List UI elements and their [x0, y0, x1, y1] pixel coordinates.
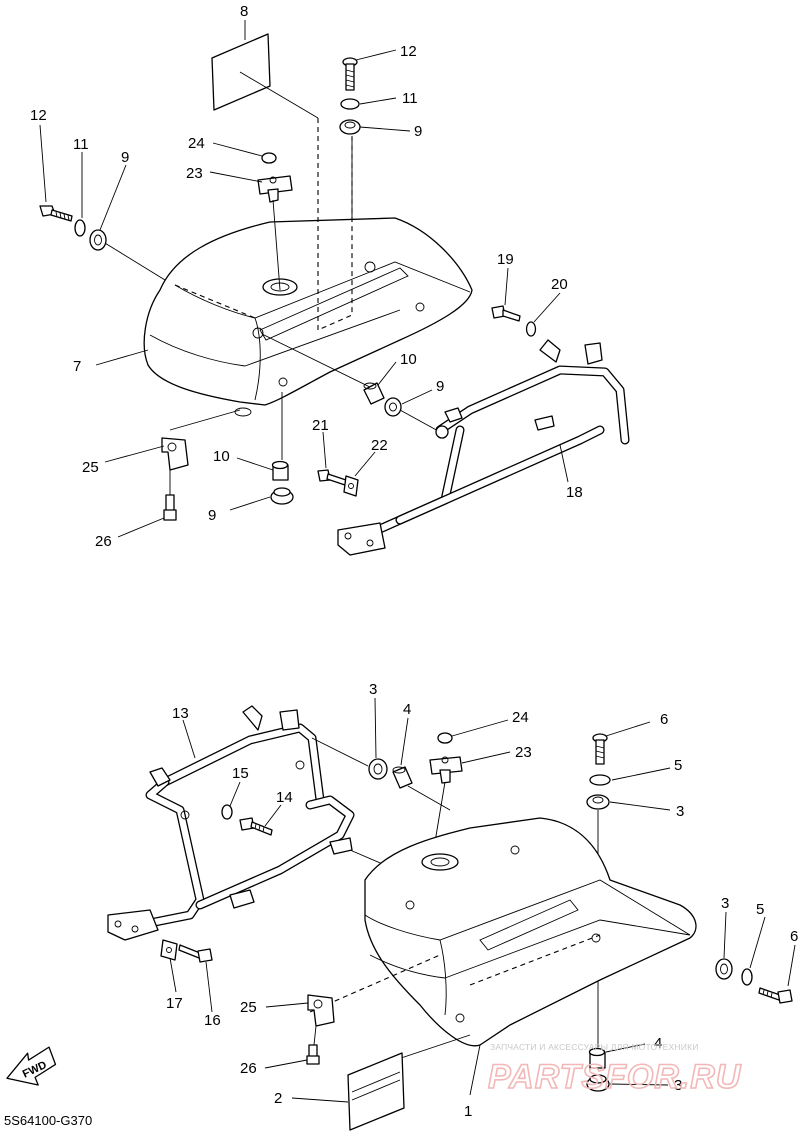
callout-25: 25 — [240, 999, 257, 1016]
callout-24: 24 — [512, 709, 529, 726]
bracket-25-upper — [161, 437, 189, 471]
stay-frame-13 — [107, 705, 421, 941]
callout-7: 7 — [73, 358, 81, 375]
washer-11-left — [74, 219, 86, 237]
bolt-6-right — [758, 987, 793, 1004]
washer-5-top — [589, 774, 611, 786]
callout-10: 10 — [213, 448, 230, 465]
grommet-9-mid — [384, 397, 441, 433]
callout-3: 3 — [721, 895, 729, 912]
callout-9: 9 — [436, 378, 444, 395]
callout-9: 9 — [414, 123, 422, 140]
bolt-14 — [239, 817, 273, 836]
ring-24-lower — [437, 732, 453, 744]
saddlebag-left — [99, 118, 473, 460]
label-sticker-8 — [211, 33, 319, 119]
callout-18: 18 — [566, 484, 583, 501]
callout-10: 10 — [400, 351, 417, 368]
callout-26: 26 — [240, 1060, 257, 1077]
callout-20: 20 — [551, 276, 568, 293]
lower-assembly: 3 4 24 6 13 23 5 15 3 14 3 5 6 17 16 25 … — [107, 681, 798, 1131]
callout-17: 17 — [166, 995, 183, 1012]
collar-4-lower-b — [588, 1047, 606, 1069]
washer-11-top — [340, 98, 360, 110]
callout-25: 25 — [82, 459, 99, 476]
callout-2: 2 — [274, 1090, 282, 1107]
callout-12: 12 — [30, 107, 47, 124]
callout-8: 8 — [240, 3, 248, 20]
callout-5: 5 — [756, 901, 764, 918]
callout-4: 4 — [403, 701, 411, 718]
grommet-3-lower-a — [368, 758, 388, 780]
collar-10-upper — [363, 382, 385, 405]
watermark: ЗАПЧАСТИ И АКСЕССУАРЫ ДЛЯ МОТОТЕХНИКИ PA… — [487, 1042, 742, 1097]
grommet-9-top — [339, 119, 361, 135]
plate-17 — [160, 939, 178, 961]
collar-10-lower — [271, 460, 289, 481]
bracket-25-lower — [307, 994, 335, 1027]
callout-23: 23 — [515, 744, 532, 761]
grommet-9-bottom — [270, 487, 294, 505]
washer-5-right — [741, 968, 753, 986]
callout-14: 14 — [276, 789, 293, 806]
bolt-12-top — [342, 57, 358, 91]
saddlebag-right — [309, 817, 697, 1096]
callout-16: 16 — [204, 1012, 221, 1029]
grommet-9-left — [89, 229, 107, 251]
grommet-3-right — [715, 958, 733, 980]
callout-13: 13 — [172, 705, 189, 722]
fwd-arrow-icon: FWD — [6, 1046, 57, 1086]
lock-23-lower — [429, 756, 463, 861]
callout-3: 3 — [369, 681, 377, 698]
callout-6: 6 — [790, 928, 798, 945]
washer-20 — [525, 321, 537, 337]
bolt-12-left — [39, 205, 73, 222]
callout-11: 11 — [73, 136, 89, 153]
washer-15 — [221, 804, 233, 820]
callout-1: 1 — [464, 1103, 472, 1120]
callout-5: 5 — [674, 757, 682, 774]
upper-assembly: 8 12 11 9 12 11 9 24 23 7 19 20 10 9 21 … — [30, 3, 630, 556]
ring-24-upper — [261, 152, 277, 164]
callout-9: 9 — [208, 507, 216, 524]
callout-21: 21 — [312, 417, 329, 434]
callout-15: 15 — [232, 765, 249, 782]
bolt-19 — [491, 305, 521, 322]
bolt-16 — [178, 944, 213, 963]
bolt-26-lower — [306, 1025, 320, 1065]
callout-11: 11 — [402, 90, 418, 107]
bolt-6-top — [592, 733, 608, 765]
callout-12: 12 — [400, 43, 417, 60]
callout-3: 3 — [674, 1077, 682, 1094]
collar-4-lower-a — [392, 766, 451, 811]
plate-22 — [343, 475, 359, 497]
drawing-code: 5S64100-G370 — [4, 1113, 92, 1128]
callout-9: 9 — [121, 149, 129, 166]
watermark-logo: PARTSFOR.RU — [488, 1058, 742, 1096]
bolt-21 — [317, 469, 347, 486]
callout-26: 26 — [95, 533, 112, 550]
grommet-3-bottom — [586, 1074, 610, 1092]
label-sticker-2 — [347, 1052, 405, 1131]
watermark-tagline: ЗАПЧАСТИ И АКСЕССУАРЫ ДЛЯ МОТОТЕХНИКИ — [490, 1042, 699, 1052]
lock-23-upper — [257, 175, 293, 291]
callout-23: 23 — [186, 165, 203, 182]
stay-frame-18 — [337, 339, 630, 556]
callout-4: 4 — [654, 1035, 662, 1052]
callout-22: 22 — [371, 437, 388, 454]
callout-6: 6 — [660, 711, 668, 728]
callout-24: 24 — [188, 135, 205, 152]
callout-19: 19 — [497, 251, 514, 268]
callout-3: 3 — [676, 803, 684, 820]
bolt-26-upper — [163, 470, 177, 521]
